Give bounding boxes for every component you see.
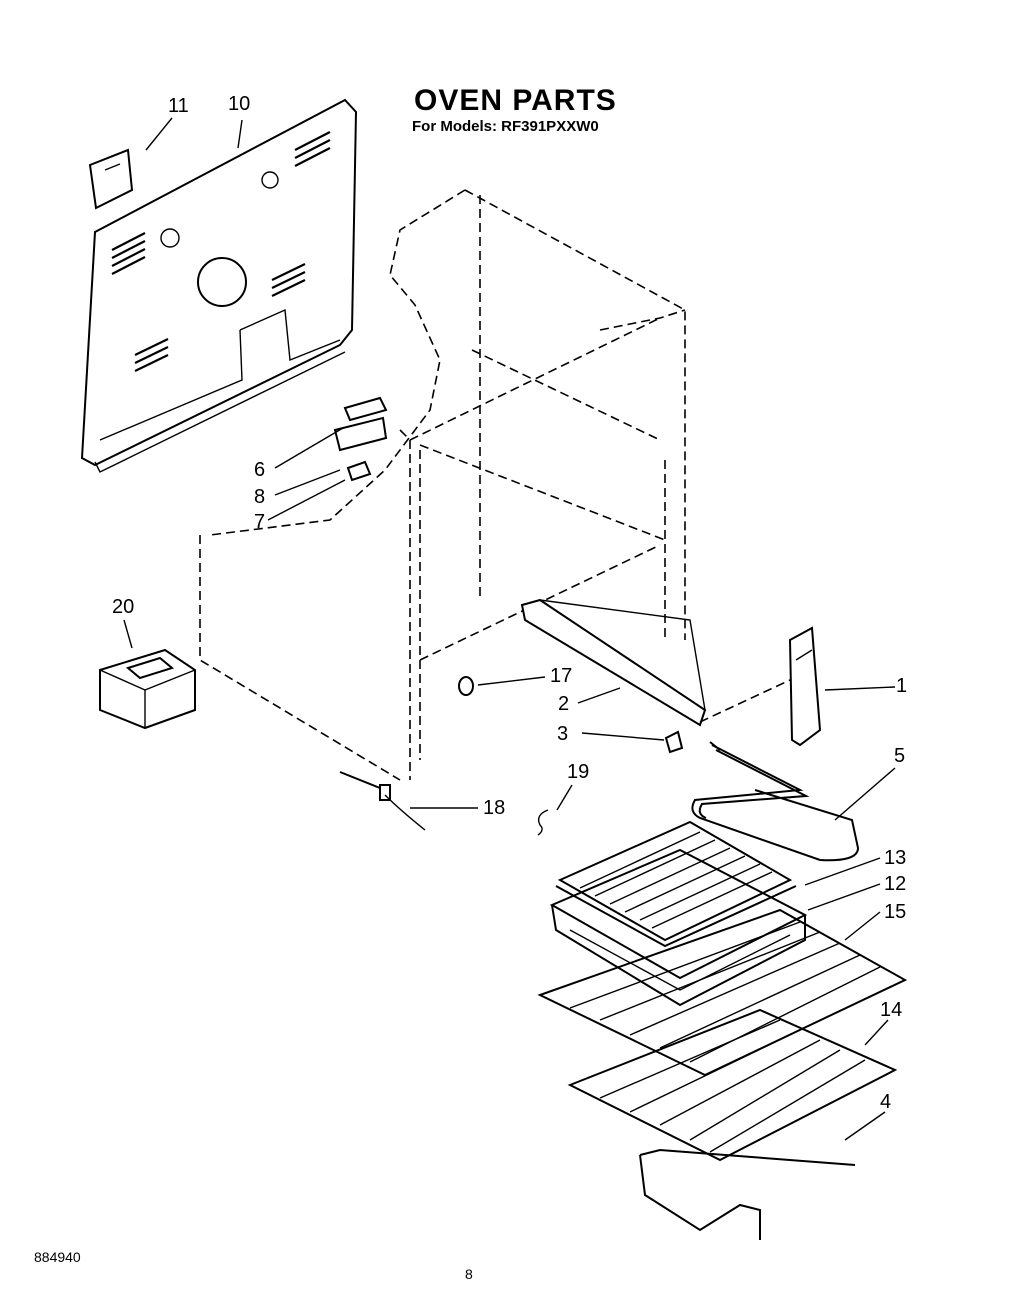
callout-17: 17 [550, 665, 573, 687]
part-15-oven-rack [537, 908, 908, 1077]
callout-5: 5 [894, 745, 906, 767]
leader-7 [267, 479, 346, 521]
oven-cabinet-outline [199, 189, 686, 781]
part-18-sensor [339, 771, 426, 831]
callout-14: 14 [880, 999, 903, 1021]
part-13-broiler-grid [555, 820, 797, 948]
leader-dash-1 [699, 679, 791, 723]
part-1-side-bracket [788, 626, 822, 747]
callout-20: 20 [112, 596, 135, 618]
part-11-cover-plate [88, 148, 134, 210]
callout-7: 7 [254, 511, 266, 533]
leader-1 [824, 686, 896, 691]
part-4-broil-element [639, 1148, 856, 1240]
callout-15: 15 [884, 901, 907, 923]
callout-13: 13 [884, 847, 907, 869]
callout-8: 8 [254, 486, 266, 508]
leader-19 [556, 784, 573, 811]
callout-2: 2 [558, 693, 570, 715]
callout-4: 4 [880, 1091, 892, 1113]
leader-15 [844, 911, 881, 941]
part-10-rear-panel [80, 98, 358, 473]
leader-6 [274, 427, 344, 469]
callout-19: 19 [567, 761, 590, 783]
page-title: OVEN PARTS [414, 84, 617, 117]
leader-10 [237, 119, 243, 149]
callout-1: 1 [896, 675, 908, 697]
part-12-broiler-pan [549, 848, 808, 1007]
part-5-bake-element [691, 741, 860, 862]
callout-3: 3 [557, 723, 569, 745]
leader-17 [477, 676, 546, 686]
vent-slots [111, 131, 331, 372]
leader-12 [807, 883, 881, 911]
leader-5 [834, 767, 896, 821]
leader-14 [864, 1019, 889, 1046]
callout-18: 18 [483, 797, 506, 819]
document-number: 884940 [34, 1249, 81, 1265]
leader-20 [123, 619, 133, 649]
part-20-box [99, 648, 196, 730]
callout-6: 6 [254, 459, 266, 481]
part-14-oven-rack [567, 1008, 898, 1162]
part-3-bracket [664, 730, 684, 754]
callout-12: 12 [884, 873, 907, 895]
leader-4 [844, 1111, 886, 1141]
callout-11: 11 [168, 95, 189, 117]
part-19-wire-clip [537, 809, 549, 836]
callout-10: 10 [228, 93, 251, 115]
part-17-clip [458, 676, 474, 696]
model-subtitle: For Models: RF391PXXW0 [412, 118, 599, 135]
leader-3 [581, 732, 665, 741]
page-number: 8 [465, 1266, 473, 1282]
part-2-bottom-rail [520, 598, 707, 727]
leader-13 [804, 857, 881, 886]
leader-11 [145, 117, 173, 151]
leader-8 [274, 469, 341, 496]
leader-2 [577, 687, 621, 704]
parts-6-8-7-components [333, 396, 388, 482]
